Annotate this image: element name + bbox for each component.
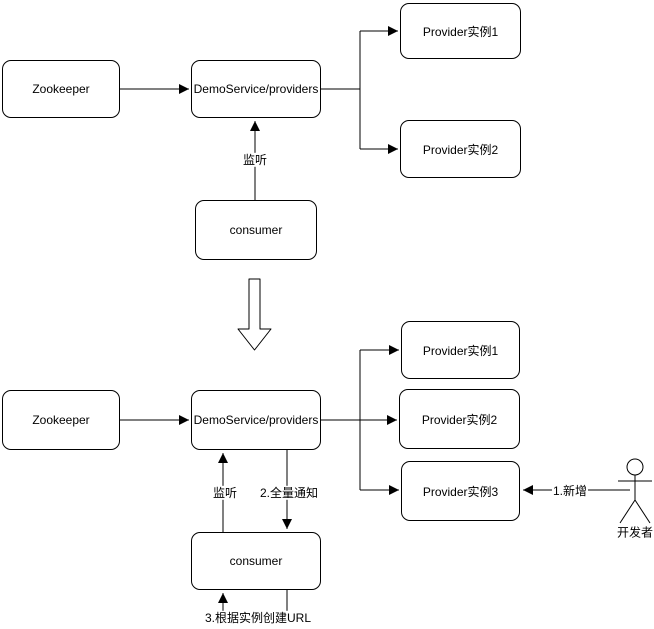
node-zookeeper-bottom: Zookeeper [2, 390, 120, 450]
transition-down-arrow-icon [237, 278, 272, 351]
node-provider1-bottom: Provider实例1 [401, 321, 520, 379]
node-consumer-top: consumer [195, 200, 317, 260]
node-provider1-top: Provider实例1 [400, 3, 521, 59]
edge-bottom-registry-providers [321, 345, 399, 495]
node-provider2-bottom: Provider实例2 [399, 389, 520, 449]
edge-label-listen-bottom: 监听 [211, 485, 239, 501]
node-provider3-bottom: Provider实例3 [401, 461, 520, 521]
actor-label-developer: 开发者 [616, 525, 654, 540]
developer-actor-icon [618, 458, 652, 524]
edge-bottom-consumer-create-url [218, 590, 288, 612]
node-consumer-bottom: consumer [191, 532, 321, 590]
node-zookeeper-top: Zookeeper [2, 60, 120, 118]
edge-label-full-notify: 2.全量通知 [258, 485, 320, 501]
edge-top-registry-providers [321, 26, 398, 154]
node-registry-bottom: DemoService/providers [191, 390, 321, 450]
edge-label-listen-top: 监听 [241, 152, 269, 168]
edge-label-create-url: 3.根据实例创建URL [203, 610, 313, 626]
node-provider2-top: Provider实例2 [400, 120, 521, 178]
node-registry-top: DemoService/providers [191, 60, 321, 118]
edge-label-add-instance: 1.新增 [551, 483, 589, 499]
